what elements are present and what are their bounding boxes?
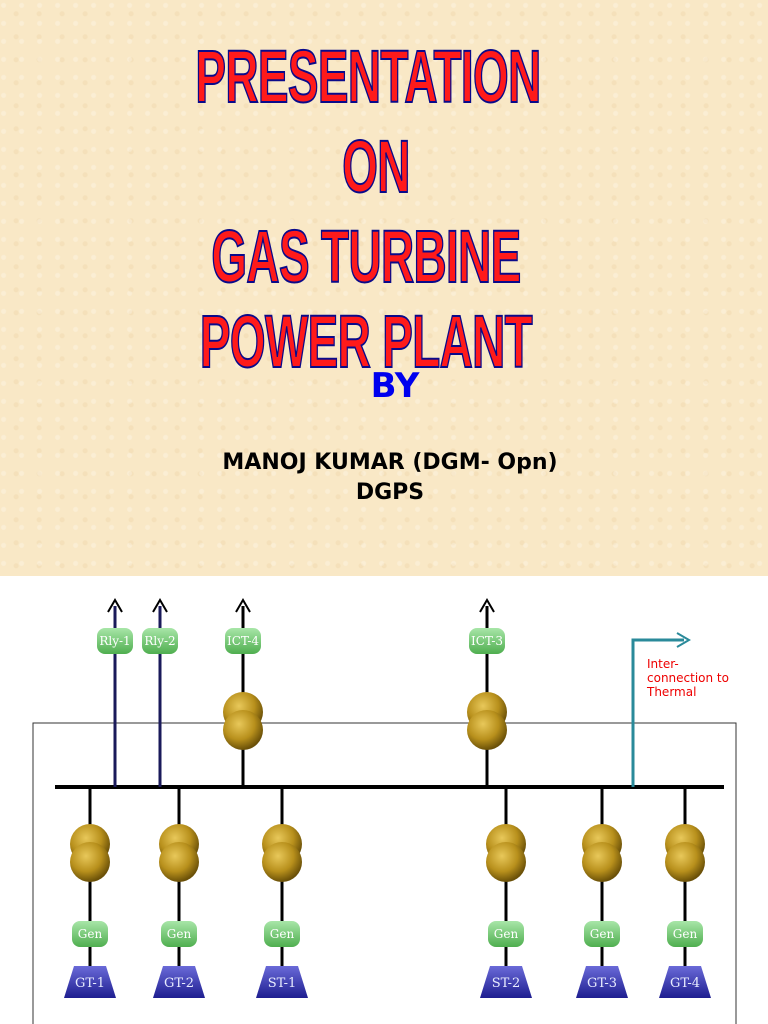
title-line-presentation: PRESENTATION — [195, 34, 542, 119]
generator-label: Gen — [673, 927, 698, 941]
rly-1-label: Rly-1 — [99, 634, 130, 648]
gt-3-label: GT-3 — [587, 976, 617, 991]
unit-st-1: Gen ST-1 — [256, 787, 308, 998]
interconnection-label-line2: connection to — [647, 671, 729, 685]
unit-gt-2: Gen GT-2 — [153, 787, 205, 998]
feeder-ict-3: ICT-3 — [467, 598, 507, 787]
arrow-up-icon — [107, 598, 123, 613]
unit-gt-3: Gen GT-3 — [576, 787, 628, 998]
arrow-up-icon — [235, 598, 251, 613]
author-organization: DGPS — [355, 480, 425, 505]
plant-boundary — [32, 722, 737, 1024]
ict-4-box — [225, 628, 261, 654]
single-line-diagram: Rly-1 Rly-2 ICT-4 ICT-3 Inter- connec — [32, 598, 737, 1024]
ict-3-label: ICT-3 — [471, 634, 503, 648]
gt-2-label: GT-2 — [164, 976, 194, 991]
generator-box — [584, 921, 620, 947]
st-1-label: ST-1 — [268, 976, 297, 991]
turbine-icon — [256, 966, 308, 998]
rly-1-box — [97, 628, 133, 654]
transformer-icon — [159, 824, 199, 882]
by-label: BY — [370, 366, 420, 406]
generator-box — [161, 921, 197, 947]
feeder-ict-4: ICT-4 — [223, 598, 263, 787]
ict-3-box — [469, 628, 505, 654]
transformer-icon — [70, 824, 110, 882]
turbine-icon — [576, 966, 628, 998]
generator-label: Gen — [167, 927, 192, 941]
turbine-icon — [480, 966, 532, 998]
title-line-subject: GAS TURBINE POWER PLANT — [199, 214, 533, 384]
interconnection-thermal: Inter- connection to Thermal — [631, 632, 729, 787]
feeder-rly-1: Rly-1 — [97, 598, 133, 787]
generator-label: Gen — [590, 927, 615, 941]
transformer-icon — [665, 824, 705, 882]
generator-box — [264, 921, 300, 947]
unit-gt-1: Gen GT-1 — [64, 787, 116, 998]
rly-2-label: Rly-2 — [144, 634, 175, 648]
gt-4-label: GT-4 — [670, 976, 700, 991]
transformer-icon — [262, 824, 302, 882]
transformer-icon — [582, 824, 622, 882]
rly-2-box — [142, 628, 178, 654]
arrow-up-icon — [152, 598, 168, 613]
generator-box — [72, 921, 108, 947]
arrow-up-icon — [479, 598, 495, 613]
interconnection-label-line3: Thermal — [646, 685, 696, 699]
transformer-icon — [467, 692, 507, 750]
transformer-icon — [486, 824, 526, 882]
turbine-icon — [153, 966, 205, 998]
ict-4-label: ICT-4 — [227, 634, 259, 648]
interconnection-label-line1: Inter- — [647, 657, 679, 671]
gt-1-label: GT-1 — [75, 976, 105, 991]
title-slide: PRESENTATION ON GAS TURBINE POWER PLANT … — [0, 0, 768, 576]
transformer-icon — [223, 692, 263, 750]
unit-st-2: Gen ST-2 — [480, 787, 532, 998]
st-2-label: ST-2 — [492, 976, 521, 991]
generator-box — [667, 921, 703, 947]
unit-gt-4: Gen GT-4 — [659, 787, 711, 998]
turbine-icon — [64, 966, 116, 998]
generator-label: Gen — [78, 927, 103, 941]
title-line-on: ON — [342, 124, 411, 209]
arrow-right-icon — [676, 632, 691, 648]
author-name: MANOJ KUMAR (DGM- Opn) — [222, 450, 558, 475]
generator-label: Gen — [494, 927, 519, 941]
feeder-rly-2: Rly-2 — [142, 598, 178, 787]
generator-box — [488, 921, 524, 947]
turbine-icon — [659, 966, 711, 998]
generator-label: Gen — [270, 927, 295, 941]
